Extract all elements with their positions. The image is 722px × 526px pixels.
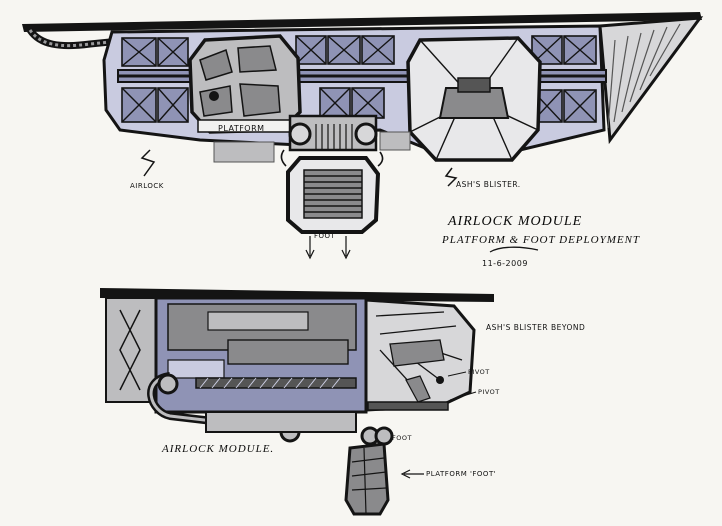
airlock-label: AIRLOCK	[130, 182, 164, 190]
pivot-upper-label: PIVOT	[468, 368, 490, 376]
roof-beam	[22, 12, 702, 32]
title-main: AIRLOCK MODULE	[447, 214, 582, 229]
left-column	[105, 297, 157, 403]
pivot-bar	[367, 401, 449, 411]
airlock-module-label: AIRLOCK MODULE.	[161, 443, 274, 455]
date-label: 11-6-2009	[482, 259, 528, 268]
pivot-lower-label: PIVOT	[478, 388, 500, 396]
title-sub: PLATFORM & FOOT DEPLOYMENT	[441, 234, 640, 246]
ash-blister-label: ASH'S BLISTER.	[456, 180, 521, 189]
signature-mark	[489, 246, 539, 253]
rotate-arrow-right	[377, 151, 384, 167]
ash-blister-beyond-label: ASH'S BLISTER BEYOND	[486, 323, 585, 332]
foot-side-label: FOOT	[392, 434, 412, 442]
title-block: AIRLOCK MODULE PLATFORM & FOOT DEPLOYMEN…	[441, 214, 640, 268]
platform-foot-label: PLATFORM 'FOOT'	[426, 470, 496, 478]
rotate-arrow-left	[280, 149, 287, 167]
foot-label: FOOT	[314, 232, 336, 240]
airlock-leader	[140, 149, 156, 177]
ash-blister-leader	[444, 167, 458, 187]
side-view: ASH'S BLISTER BEYOND PIVOT PIVOT FOOT AI…	[100, 288, 585, 516]
plan-view: PLATFORM	[22, 12, 704, 260]
platform-label: PLATFORM	[218, 124, 265, 133]
airlock-hatch-handle	[209, 91, 219, 101]
platform-foot	[344, 442, 390, 516]
